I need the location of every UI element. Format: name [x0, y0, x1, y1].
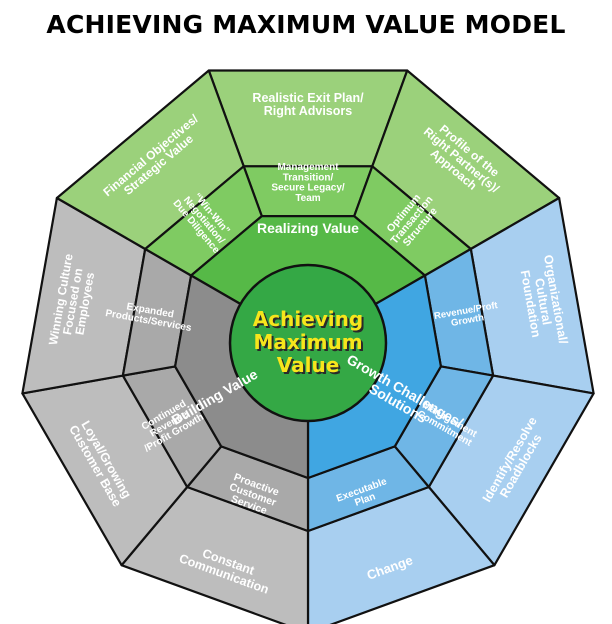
nonagon-rings — [21, 69, 595, 624]
page-title: ACHIEVING MAXIMUM VALUE MODEL — [46, 10, 566, 39]
label-exit-plan: Realistic Exit Plan/Right Advisors — [252, 91, 364, 118]
center-circle — [228, 263, 388, 423]
label-realizing-value: Realizing Value — [257, 220, 359, 236]
